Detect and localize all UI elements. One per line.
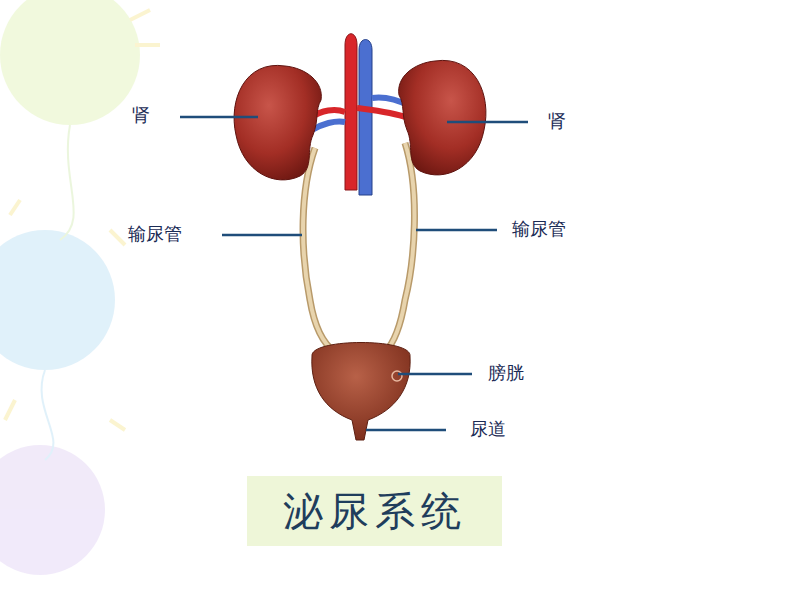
kidney-label: 肾 <box>132 104 150 126</box>
diagram-title: 泌尿系统 <box>283 484 467 539</box>
bladder-label: 膀胱 <box>488 362 524 384</box>
bladder <box>312 343 410 441</box>
background-balloons <box>0 0 160 575</box>
urethra-label: 尿道 <box>470 418 506 440</box>
ureters <box>303 143 414 352</box>
leader-lines <box>180 117 528 430</box>
blood-vessels <box>310 34 410 195</box>
title-panel: 泌尿系统 <box>247 476 502 546</box>
ureter-label: 输尿管 <box>128 223 182 245</box>
kidneys <box>234 60 486 180</box>
kidney-label: 肾 <box>548 110 566 132</box>
ureter-label: 输尿管 <box>512 218 566 240</box>
